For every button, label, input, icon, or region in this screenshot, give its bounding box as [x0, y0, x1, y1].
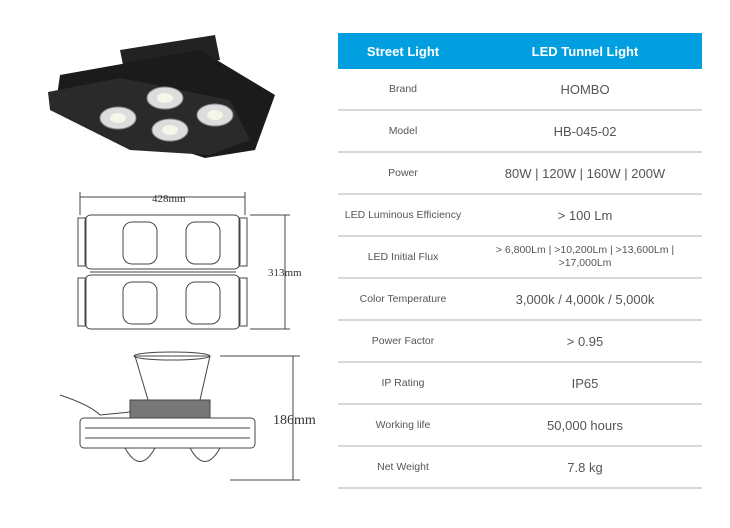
row-value: 80W | 120W | 160W | 200W	[468, 152, 702, 195]
width-dimension: 428mm	[152, 193, 186, 205]
row-value: > 0.95	[468, 320, 702, 363]
table-header: Street Light LED Tunnel Light	[338, 33, 702, 69]
product-drawings: 428mm 313mm 186mm	[48, 35, 316, 481]
row-value: 50,000 hours	[468, 404, 702, 447]
row-label: Model	[338, 110, 468, 153]
product-illustrations: 428mm 313mm 186mm	[0, 0, 330, 523]
height-dimension: 313mm	[268, 267, 302, 279]
side-view-drawing	[59, 351, 300, 481]
product-photo	[48, 35, 275, 158]
depth-dimension: 186mm	[273, 413, 316, 428]
table-row: LED Luminous Efficiency> 100 Lm	[338, 194, 702, 237]
row-label: Working life	[338, 404, 468, 447]
row-value: IP65	[468, 362, 702, 405]
row-label: LED Initial Flux	[338, 236, 468, 279]
row-value: 7.8 kg	[468, 446, 702, 489]
row-label: Brand	[338, 69, 468, 111]
row-label: IP Rating	[338, 362, 468, 405]
row-label: Power Factor	[338, 320, 468, 363]
row-label: LED Luminous Efficiency	[338, 194, 468, 237]
header-category: Street Light	[338, 33, 468, 69]
table-row: Power Factor> 0.95	[338, 320, 702, 363]
row-value: 3,000k / 4,000k / 5,000k	[468, 278, 702, 321]
row-label: Net Weight	[338, 446, 468, 489]
header-product: LED Tunnel Light	[468, 33, 702, 69]
row-label: Power	[338, 152, 468, 195]
row-value: > 100 Lm	[468, 194, 702, 237]
row-value: HOMBO	[468, 69, 702, 111]
top-view-drawing	[77, 192, 290, 330]
row-label: Color Temperature	[338, 278, 468, 321]
row-value: > 6,800Lm | >10,200Lm | >13,600Lm | >17,…	[468, 236, 702, 279]
table-row: LED Initial Flux> 6,800Lm | >10,200Lm | …	[338, 236, 702, 279]
row-value: HB-045-02	[468, 110, 702, 153]
